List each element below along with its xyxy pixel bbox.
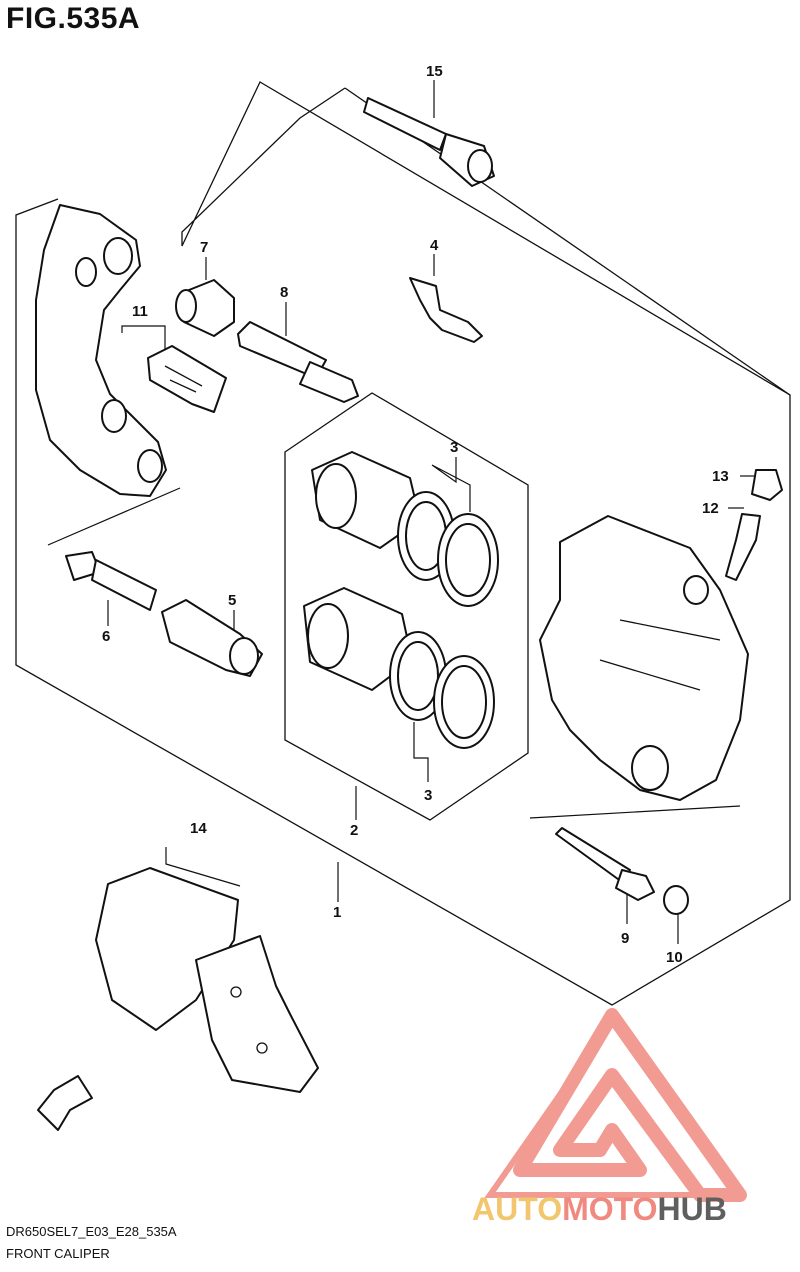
callout-6: 6 [102,628,110,645]
part-4-clip[interactable] [409,277,483,343]
fwd-direction-arrow: FWD [37,1075,93,1131]
figure-caption: FRONT CALIPER [6,1246,110,1261]
leader-lines [47,80,756,944]
callout-3a: 3 [450,439,458,456]
part-14-brake-pads[interactable] [95,867,319,1093]
figure-title: FIG.535A [6,2,141,35]
piston-kit-outline [284,392,529,821]
callout-13: 13 [712,468,729,485]
part-12-bleeder[interactable] [725,513,761,581]
part-15-bolt[interactable] [363,97,495,187]
watermark-wordmark: AUTOMOTOHUB [472,1191,727,1227]
callout-10: 10 [666,949,683,966]
part-8-pin[interactable] [237,321,359,403]
callout-8: 8 [280,284,288,301]
watermark-hub: HUB [657,1191,726,1227]
part-11-pad-spring[interactable] [147,345,227,413]
watermark-auto: AUTO [472,1191,562,1227]
callout-1: 1 [333,904,341,921]
figure-code: DR650SEL7_E03_E28_535A [6,1224,177,1239]
caliper-body[interactable] [539,515,749,801]
watermark-moto: MOTO [562,1191,657,1227]
part-10-plug[interactable] [663,885,689,915]
callout-2: 2 [350,822,358,839]
part-9-pad-pin[interactable] [555,827,655,901]
callout-11: 11 [132,303,148,320]
part-6-slide-pin[interactable] [65,551,157,611]
part-5-boot[interactable] [161,599,263,677]
part-13-cap[interactable] [751,469,783,501]
caliper-bracket[interactable] [35,204,167,497]
seal-upper-outer[interactable] [437,513,499,607]
svg-text:AUTOMOTOHUB: AUTOMOTOHUB [472,1191,727,1227]
seal-lower-outer[interactable] [433,655,495,749]
piston-upper[interactable] [311,451,421,549]
callout-14: 14 [190,820,207,837]
callout-7: 7 [200,239,208,256]
callout-4: 4 [430,237,439,254]
callout-5: 5 [228,592,236,609]
callout-15: 15 [426,63,443,80]
callout-9: 9 [621,930,629,947]
piston-lower[interactable] [303,587,413,691]
part-7-boot[interactable] [175,279,235,337]
callout-12: 12 [702,500,719,517]
watermark-logo [484,1008,747,1202]
seal-lower-inner[interactable] [389,631,447,721]
callout-3b: 3 [424,787,432,804]
